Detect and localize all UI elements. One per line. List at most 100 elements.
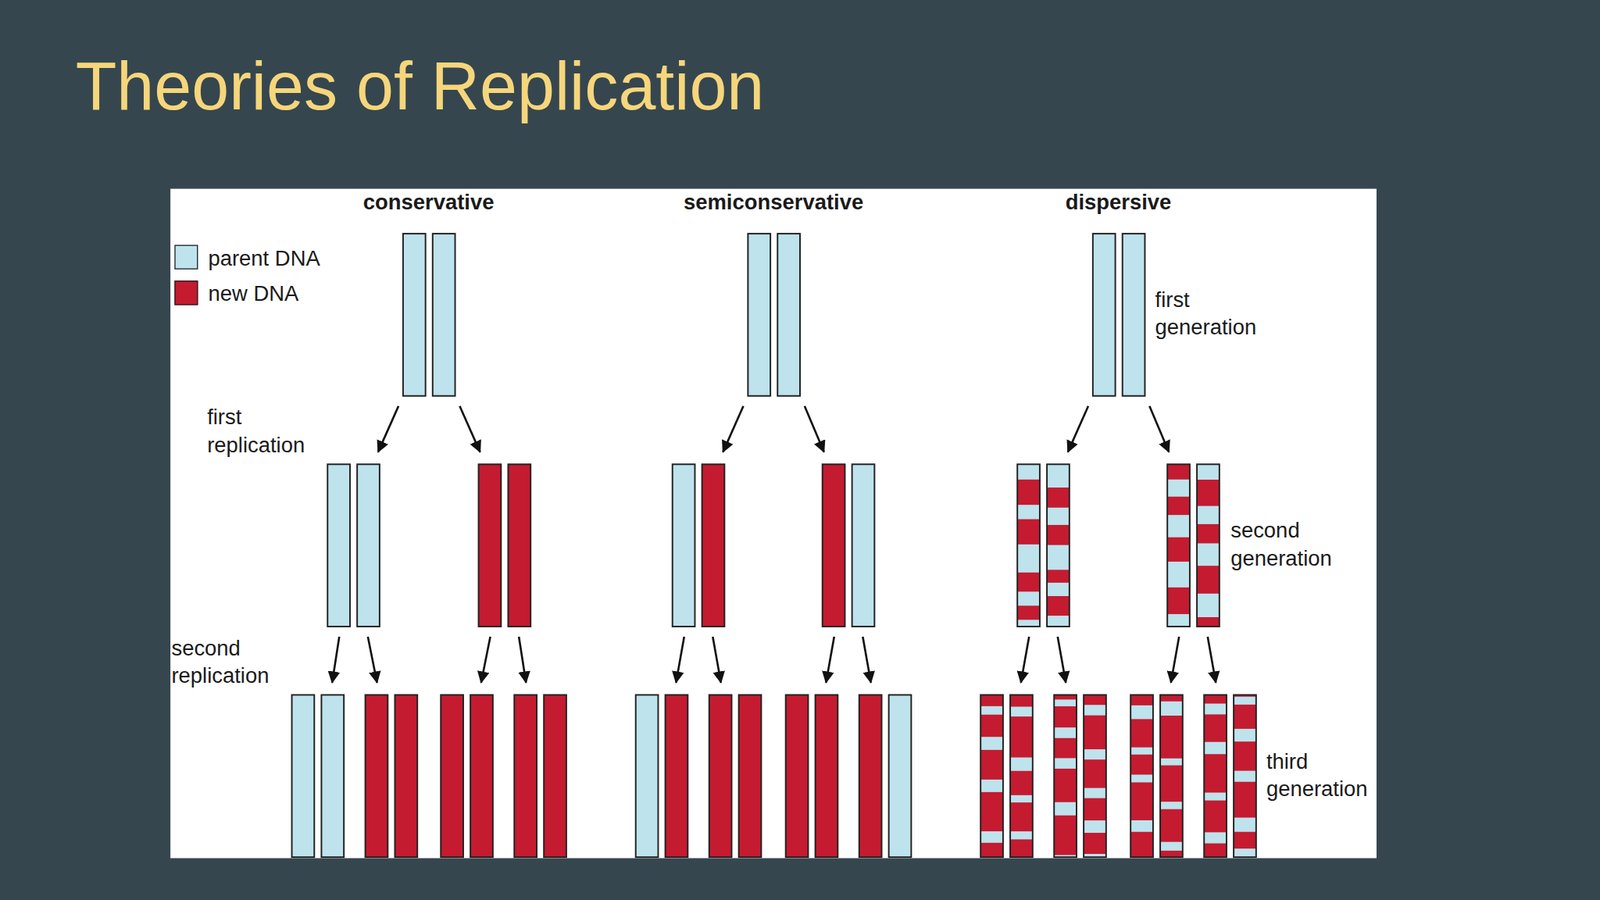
- strand-outline: [785, 694, 809, 858]
- step-label: first replication: [207, 403, 332, 459]
- parent-segment: [1167, 514, 1190, 538]
- strand-outline: [852, 464, 875, 627]
- dna-strand: [543, 694, 567, 858]
- arrow: [459, 406, 480, 453]
- parent-segment: [1160, 701, 1183, 716]
- dna-strand: [403, 233, 426, 397]
- dna-strand: [1196, 464, 1220, 627]
- column-heading: dispersive: [1016, 187, 1221, 215]
- legend-label: parent DNA: [207, 243, 320, 272]
- strand-outline: [1167, 464, 1190, 627]
- strand-fill: [777, 233, 800, 397]
- parent-segment: [980, 736, 1004, 750]
- dna-strand: [440, 694, 464, 858]
- dna-strand: [321, 694, 344, 858]
- arrow: [1149, 406, 1169, 453]
- dna-molecules: [292, 233, 1257, 858]
- strand-fill: [1083, 694, 1107, 858]
- dna-strand: [1092, 233, 1116, 397]
- step-label: second replication: [171, 633, 296, 690]
- parent-segment: [1053, 727, 1077, 739]
- strand-fill: [747, 233, 771, 397]
- arrow: [1057, 636, 1066, 683]
- strand-outline: [1203, 694, 1227, 858]
- dna-strand: [980, 694, 1004, 858]
- parent-segment: [1130, 820, 1154, 833]
- strand-outline: [815, 694, 839, 858]
- dna-strand: [365, 694, 389, 858]
- strand-fill: [478, 464, 502, 627]
- legend-swatch: [174, 280, 198, 305]
- parent-segment: [1010, 795, 1033, 803]
- dna-strand: [635, 694, 659, 858]
- strand-fill: [543, 694, 567, 858]
- parent-segment: [1083, 820, 1107, 833]
- parent-segment: [1233, 696, 1257, 705]
- strand-fill: [1046, 464, 1070, 627]
- strand-outline: [507, 464, 531, 627]
- strand-fill: [357, 464, 380, 627]
- strand-fill: [1130, 694, 1154, 858]
- strand-fill: [980, 694, 1004, 858]
- column-heading: semiconservative: [671, 187, 875, 215]
- arrow: [675, 636, 684, 683]
- parent-segment: [1167, 614, 1190, 627]
- parent-segment: [1203, 703, 1227, 715]
- strand-fill: [635, 694, 659, 858]
- dna-strand: [1203, 694, 1227, 858]
- strand-fill: [440, 694, 464, 858]
- strand-outline: [543, 694, 567, 858]
- dna-strand: [1122, 233, 1146, 397]
- strand-outline: [709, 694, 733, 858]
- parent-segment: [1233, 848, 1257, 858]
- strand-fill: [432, 233, 456, 397]
- strand-outline: [1092, 233, 1116, 397]
- parent-segment: [1130, 775, 1154, 783]
- dna-strand: [327, 464, 350, 627]
- parent-segment: [1083, 704, 1107, 715]
- strand-fill: [1017, 464, 1040, 627]
- dna-strand: [785, 694, 809, 858]
- arrow: [481, 636, 491, 683]
- strand-fill: [1053, 694, 1077, 858]
- strand-fill: [822, 464, 846, 627]
- figure-panel: [170, 189, 1377, 859]
- parent-segment: [980, 779, 1004, 793]
- strand-fill: [1196, 464, 1220, 627]
- dna-strand: [815, 694, 839, 858]
- strand-fill: [665, 694, 689, 858]
- strand-outline: [1017, 464, 1040, 627]
- strand-outline: [1160, 694, 1183, 858]
- strand-outline: [1122, 233, 1146, 397]
- strand-fill: [889, 694, 912, 858]
- parent-segment: [1160, 758, 1183, 766]
- strand-outline: [1053, 694, 1077, 858]
- step-label: second generation: [1230, 516, 1351, 572]
- parent-segment: [1160, 842, 1183, 851]
- strand-fill: [1122, 233, 1146, 397]
- parent-segment: [1053, 699, 1077, 707]
- strand-outline: [1046, 464, 1070, 627]
- strand-outline: [822, 464, 846, 627]
- parent-segment: [1203, 792, 1227, 801]
- dna-strand: [1053, 694, 1077, 858]
- strand-outline: [470, 694, 493, 858]
- strand-outline: [747, 233, 771, 397]
- parent-segment: [1167, 561, 1190, 588]
- strand-outline: [859, 694, 883, 858]
- parent-segment: [1017, 619, 1040, 627]
- strand-fill: [1167, 464, 1190, 627]
- dna-strand: [357, 464, 380, 627]
- step-label: first generation: [1155, 285, 1276, 342]
- parent-segment: [1196, 464, 1220, 480]
- replication-arrows: [332, 406, 1216, 683]
- strand-outline: [672, 464, 696, 627]
- parent-segment: [1046, 464, 1070, 488]
- parent-segment: [1046, 545, 1070, 571]
- strand-fill: [470, 694, 493, 858]
- strand-outline: [1083, 694, 1107, 858]
- parent-segment: [1017, 591, 1040, 606]
- dna-strand: [859, 694, 883, 858]
- dna-strand: [478, 464, 502, 627]
